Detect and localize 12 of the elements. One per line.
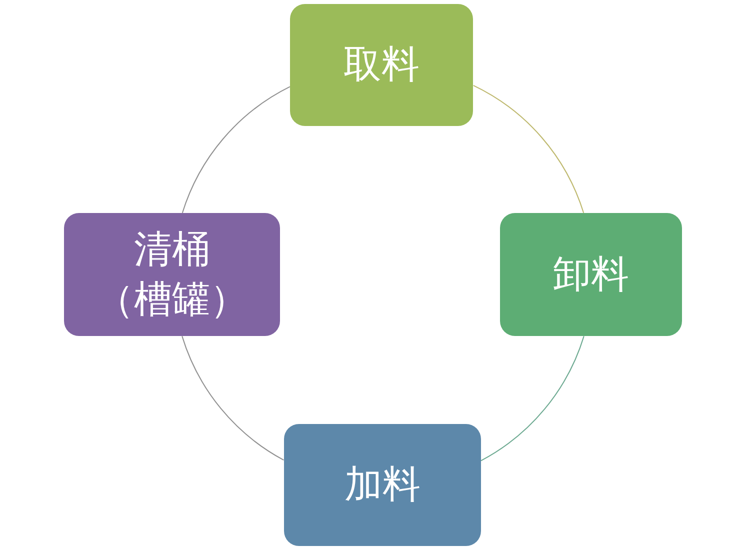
step-box bbox=[64, 213, 280, 336]
connector-arc bbox=[480, 336, 584, 462]
step-label: 卸料 bbox=[553, 250, 629, 298]
step-box bbox=[284, 424, 481, 546]
step-label: 加料 bbox=[344, 461, 420, 508]
connector-arc bbox=[472, 84, 584, 214]
step-label: 清桶（槽罐） bbox=[95, 226, 249, 322]
connector-arc bbox=[182, 336, 284, 461]
connector-arc bbox=[182, 86, 290, 214]
step-box bbox=[500, 213, 682, 336]
step-box bbox=[290, 4, 473, 126]
step-label: 取料 bbox=[344, 41, 420, 88]
